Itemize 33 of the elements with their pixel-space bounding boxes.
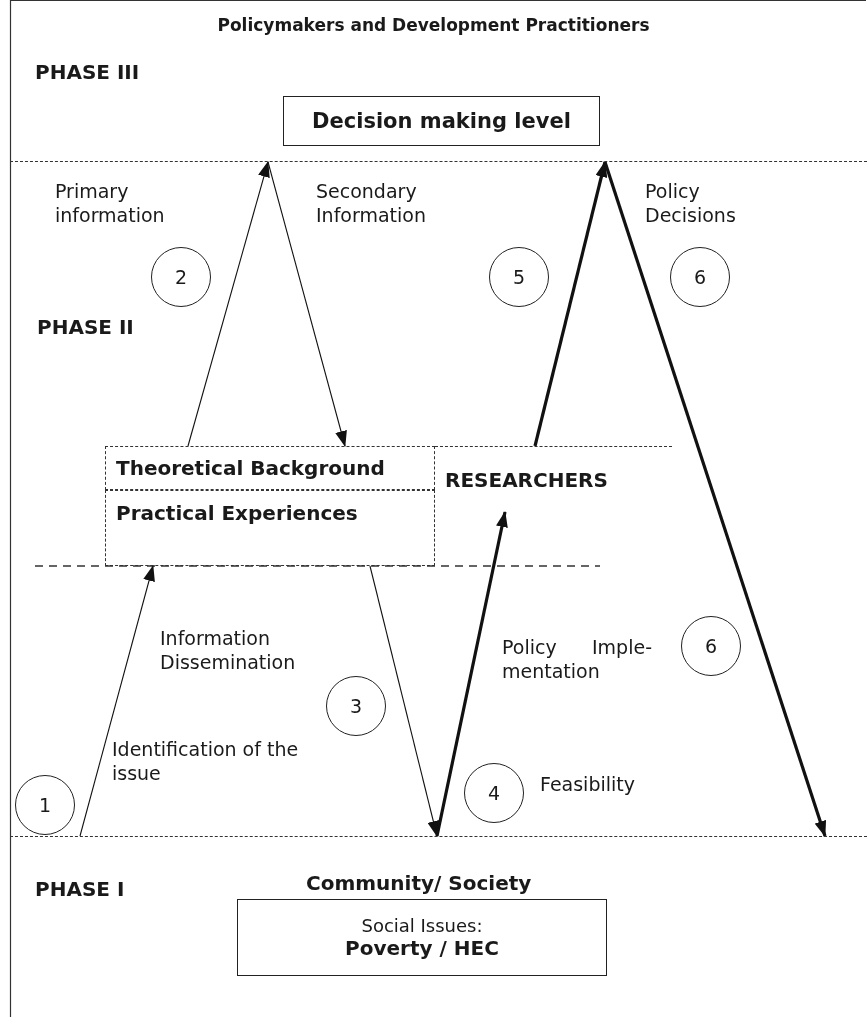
box-text: Social Issues: bbox=[361, 915, 483, 936]
annotation-text: Information Dissemination bbox=[160, 627, 297, 675]
step-number-circle: 3 bbox=[326, 676, 386, 736]
box-text: Poverty / HEC bbox=[345, 936, 499, 960]
annotation-text: Policy Decisions bbox=[645, 180, 737, 228]
arrow bbox=[369, 565, 440, 837]
diagram-title: Policymakers and Development Practitioners bbox=[216, 15, 651, 35]
dashed-box: Practical Experiences bbox=[105, 490, 435, 566]
step-number-circle: 2 bbox=[151, 247, 211, 307]
arrow bbox=[603, 161, 827, 837]
social-issues-box bbox=[237, 899, 607, 976]
step-number-circle: 5 bbox=[489, 247, 549, 307]
band-heading: Community/ Society bbox=[306, 871, 532, 895]
arrow bbox=[79, 565, 155, 837]
researchers-area: RESEARCHERS bbox=[435, 446, 672, 512]
dashed-box: Theoretical Background bbox=[105, 446, 435, 490]
step-number-circle: 6 bbox=[681, 616, 741, 676]
decision-box: Decision making level bbox=[283, 96, 600, 146]
arrow bbox=[187, 161, 270, 447]
annotation-text: Identification of the issue bbox=[112, 738, 300, 786]
arrow bbox=[267, 161, 347, 447]
step-number-circle: 4 bbox=[464, 763, 524, 823]
phase-label: PHASE II bbox=[37, 315, 134, 340]
phase-label: PHASE I bbox=[35, 877, 125, 901]
step-number-circle: 1 bbox=[15, 775, 75, 835]
arrow bbox=[435, 511, 508, 837]
step-number-circle: 6 bbox=[670, 247, 730, 307]
phase-label: PHASE III bbox=[35, 60, 140, 84]
annotation-text: Secondary Information bbox=[316, 180, 427, 228]
arrow bbox=[533, 161, 608, 447]
annotation-text: Feasibility bbox=[540, 773, 635, 797]
annotation-text: Policy Imple- mentation bbox=[502, 636, 652, 684]
annotation-text: Primary information bbox=[55, 180, 166, 228]
